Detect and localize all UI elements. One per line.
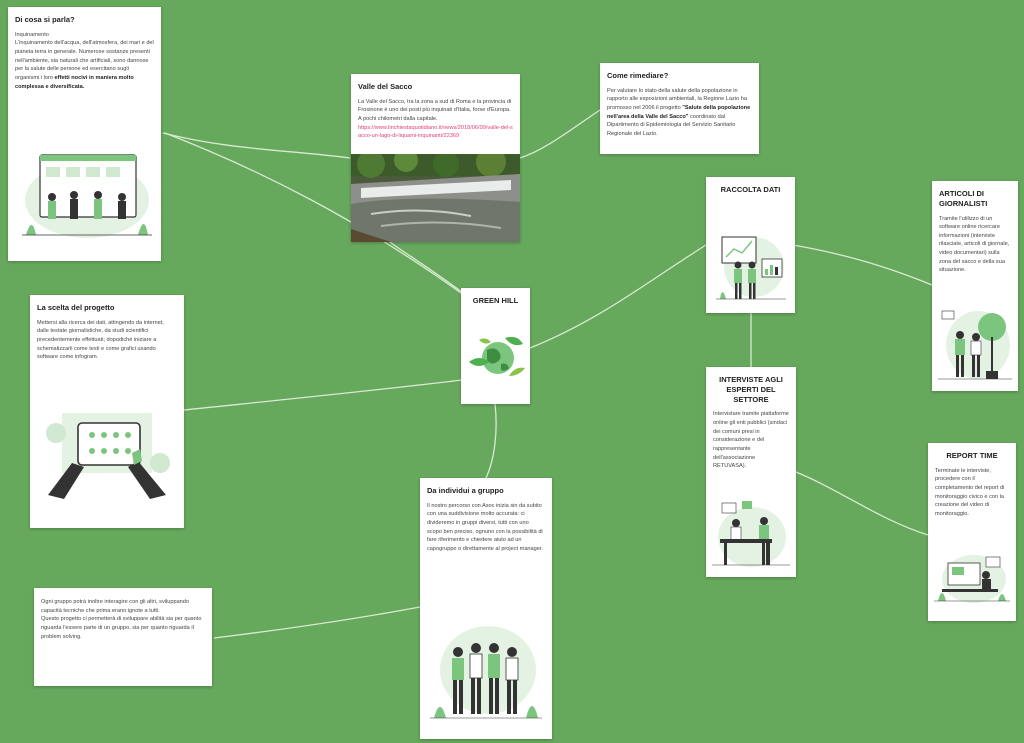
card-title: Valle del Sacco xyxy=(358,82,413,91)
card-title: ARTICOLI DI GIORNALISTI xyxy=(939,189,988,208)
card-title: La scelta del progetto xyxy=(37,303,115,312)
card-text: Ogni gruppo potrà inoltre interagire con… xyxy=(41,599,202,640)
card-di-cosa-si-parla[interactable]: Di cosa si parla? Inquinamento L'inquina… xyxy=(8,7,161,261)
card-ogni-gruppo[interactable]: Ogni gruppo potrà inoltre interagire con… xyxy=(34,588,212,686)
card-title: Di cosa si parla? xyxy=(15,15,75,24)
card-text: Per valutare lo stato della salute della… xyxy=(607,87,751,138)
connector-green-hill-to-individui xyxy=(484,403,497,481)
card-title: INTERVISTE AGLI ESPERTI DEL SETTORE xyxy=(719,375,783,404)
card-title: Come rimediare? xyxy=(607,71,669,80)
card-articoli-di-giornalisti[interactable]: ARTICOLI DI GIORNALISTI Tramite l'utiliz… xyxy=(932,181,1018,391)
tablet-hands-illustration xyxy=(42,403,172,503)
card-text: Inquinamento L'inquinamento dell'acqua, … xyxy=(15,31,154,90)
globe-leaves-icon xyxy=(465,332,527,382)
connector-raccolta-to-articoli xyxy=(792,244,933,286)
card-title: Da individui a gruppo xyxy=(427,486,504,495)
card-come-rimediare[interactable]: Come rimediare? Per valutare lo stato de… xyxy=(600,63,759,154)
team-group-illustration xyxy=(430,618,542,732)
card-da-individui-a-gruppo[interactable]: Da individui a gruppo Il nostro percorso… xyxy=(420,478,552,739)
card-green-hill[interactable]: GREEN HILL xyxy=(461,288,530,404)
connector-interviste-to-report xyxy=(795,471,929,536)
card-raccolta-dati[interactable]: RACCOLTA DATI xyxy=(706,177,795,313)
meeting-illustration xyxy=(712,497,790,571)
connector-green-hill-to-raccolta xyxy=(529,244,707,349)
card-text: La Valle del Sacco, tra la zona a sud di… xyxy=(358,98,512,123)
river-photo xyxy=(351,154,520,242)
connector-di-cosa-to-valle xyxy=(162,132,351,159)
data-analysis-illustration xyxy=(716,229,786,305)
card-title: GREEN HILL xyxy=(472,296,519,305)
interview-plant-illustration xyxy=(938,301,1012,385)
connector-valle-to-rimediare xyxy=(519,109,601,159)
card-text: Il nostro percorso con Asoc inizia sin d… xyxy=(427,502,543,553)
connector-green-hill-to-scelta xyxy=(183,379,463,411)
people-at-screens-illustration xyxy=(22,145,152,240)
card-interviste-agli-esperti[interactable]: INTERVISTE AGLI ESPERTI DEL SETTORE Inte… xyxy=(706,367,796,577)
article-link[interactable]: https://www.linchiestaquotidiano.it/news… xyxy=(358,124,513,140)
card-text: Tramite l'utilizzo di un software online… xyxy=(939,215,1010,274)
connector-individui-to-gruppo xyxy=(213,606,421,639)
card-text: Mettersi alla ricerca dei dati, attingen… xyxy=(37,319,164,361)
card-title: RACCOLTA DATI xyxy=(720,185,781,194)
card-report-time[interactable]: REPORT TIME Terminate le interviste, pro… xyxy=(928,443,1016,621)
card-valle-del-sacco[interactable]: Valle del Sacco La Valle del Sacco, tra … xyxy=(351,74,520,242)
card-text: Intervistare tramite piattaforme online … xyxy=(713,411,789,470)
desk-computer-illustration xyxy=(934,545,1010,609)
card-text: Terminate le interviste, procedere con i… xyxy=(935,467,1005,518)
card-la-scelta-del-progetto[interactable]: La scelta del progetto Mettersi alla ric… xyxy=(30,295,184,528)
card-title: REPORT TIME xyxy=(946,451,998,460)
connector-green-hill-to-valle xyxy=(389,241,471,299)
